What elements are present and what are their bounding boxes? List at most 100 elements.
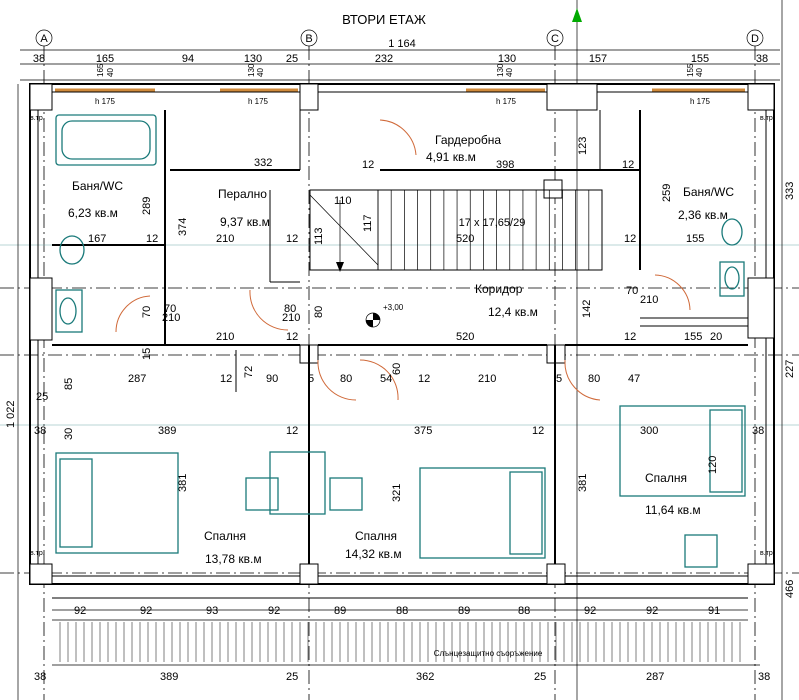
pipe-label: в.тр. — [760, 115, 775, 122]
window-sill: 40 — [106, 68, 115, 77]
dim: 54 — [380, 373, 392, 385]
window-height: h 175 — [496, 97, 517, 106]
dim: 12 — [286, 425, 298, 437]
room-bed2-name: Спалня — [355, 529, 397, 543]
dim: 92 — [140, 605, 152, 617]
dim: 142 — [581, 300, 593, 318]
dim: 93 — [206, 605, 218, 617]
dim: 110 — [334, 195, 352, 207]
dim: 210 — [216, 331, 234, 343]
window-sill: 40 — [256, 68, 265, 77]
dim: 374 — [177, 218, 189, 236]
dim: 92 — [74, 605, 86, 617]
plan-title: ВТОРИ ЕТАЖ — [342, 12, 426, 27]
furniture — [55, 114, 746, 568]
room-bed1-name: Спалня — [204, 529, 246, 543]
dim: 88 — [518, 605, 530, 617]
dim: 210 — [282, 312, 300, 324]
dim: 287 — [646, 671, 664, 683]
dim-top: 157 — [589, 53, 607, 65]
dim: 80 — [284, 303, 296, 315]
dim: 398 — [496, 159, 514, 171]
dim: 113 — [313, 227, 325, 245]
dim-right: 227 — [784, 360, 796, 378]
dim: 12 — [286, 331, 298, 343]
room-laundry-name: Перално — [218, 187, 267, 201]
dim: 210 — [640, 294, 658, 306]
dim: 210 — [162, 312, 180, 324]
interior-walls — [52, 110, 748, 564]
dim: 60 — [391, 363, 403, 375]
dim: 80 — [588, 373, 600, 385]
dim: 90 — [266, 373, 278, 385]
dim: 167 — [88, 233, 106, 245]
level-mark-value: +3,00 — [383, 303, 404, 312]
dim-top: 38 — [756, 53, 768, 65]
dim: 12 — [220, 373, 232, 385]
dim: 12 — [622, 159, 634, 171]
stair-spec: 17 x 17,65/29 — [459, 217, 526, 229]
dim: 321 — [391, 484, 403, 502]
room-bath2-area: 2,36 кв.м — [678, 208, 728, 222]
dim: 210 — [216, 233, 234, 245]
dim: 155 — [684, 331, 702, 343]
level-mark: +3,00 — [365, 303, 404, 328]
dim: 5 — [308, 373, 314, 385]
dim: 15 — [141, 348, 153, 360]
dim-top: 232 — [375, 53, 393, 65]
dim: 12 — [286, 233, 298, 245]
dim: 38 — [34, 425, 46, 437]
room-wardrobe-name: Гардеробна — [435, 133, 501, 147]
balcony: Слънцезащитно съоръжение — [52, 597, 760, 666]
windows: h 175 h 175 h 175 h 175 — [55, 88, 745, 106]
dim: 289 — [141, 197, 153, 215]
dim: 12 — [624, 233, 636, 245]
doors — [115, 119, 691, 401]
dim-top: 165 — [96, 53, 114, 65]
dim: 520 — [456, 331, 474, 343]
window-height: h 175 — [95, 97, 116, 106]
dim: 70 — [141, 306, 153, 318]
window-sill: 40 — [505, 68, 514, 77]
dim: 92 — [268, 605, 280, 617]
dim-top: 25 — [286, 53, 298, 65]
dim: 117 — [362, 214, 374, 232]
top-dimensions: 1 164 38 165 94 130 25 232 130 157 155 3… — [20, 38, 780, 81]
dim: 381 — [177, 474, 189, 492]
pipe-label: в.тр. — [30, 550, 45, 557]
window-height: h 175 — [690, 97, 711, 106]
axis-a: A — [40, 33, 48, 45]
room-bath2-name: Баня/WC — [683, 185, 734, 199]
dim: 80 — [313, 306, 325, 318]
staircase: 17 x 17,65/29 — [309, 189, 603, 272]
dim: 12 — [624, 331, 636, 343]
dim: 38 — [34, 671, 46, 683]
room-corridor-area: 12,4 кв.м — [488, 305, 538, 319]
room-wardrobe-area: 4,91 кв.м — [426, 150, 476, 164]
dim-top: 130 — [244, 53, 262, 65]
exterior-walls — [29, 83, 775, 585]
room-bath1-name: Баня/WC — [72, 179, 123, 193]
dim: 520 — [456, 233, 474, 245]
dim: 89 — [458, 605, 470, 617]
dim-top: 130 — [498, 53, 516, 65]
dim: 89 — [334, 605, 346, 617]
dim: 88 — [396, 605, 408, 617]
dim: 92 — [584, 605, 596, 617]
dim: 12 — [418, 373, 430, 385]
pipe-labels: в.тр. в.тр. в.тр. в.тр. — [30, 115, 775, 557]
room-labels: Баня/WC 6,23 кв.м Перално 9,37 кв.м Гард… — [68, 133, 734, 566]
dim: 70 — [164, 303, 176, 315]
pipe-label: в.тр. — [760, 550, 775, 557]
window-width: 155 — [686, 63, 695, 77]
dim: 123 — [577, 137, 589, 155]
window-width: 130 — [247, 63, 256, 77]
dim-overall-width: 1 164 — [388, 38, 416, 50]
dim: 47 — [628, 373, 640, 385]
dim: 70 — [626, 285, 638, 297]
dim: 20 — [710, 331, 722, 343]
dim: 91 — [708, 605, 720, 617]
axis-b: B — [305, 33, 312, 45]
